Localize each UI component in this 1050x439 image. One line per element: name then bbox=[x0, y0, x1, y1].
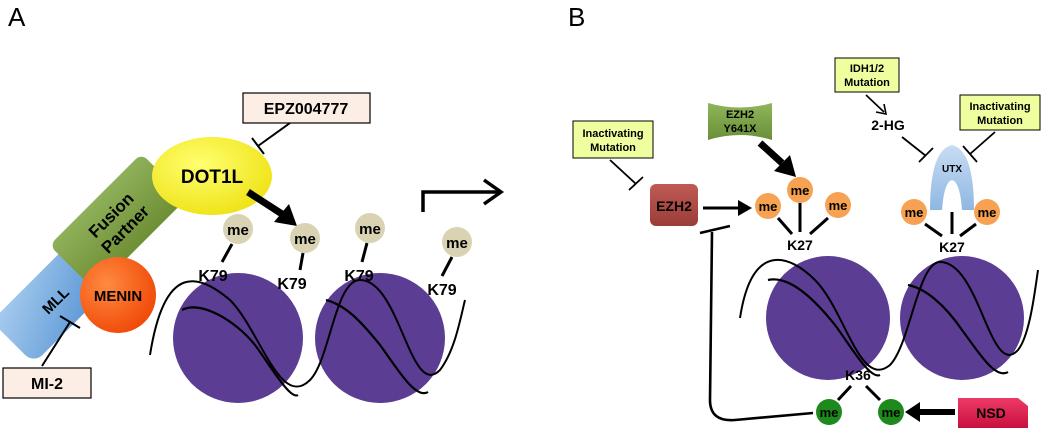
utx-label: UTX bbox=[942, 164, 962, 175]
panel-label-a: A bbox=[8, 2, 26, 32]
ezh2-y641x-mutation bbox=[708, 103, 772, 140]
fusion-partner-protein bbox=[52, 156, 184, 288]
idh-line1: IDH1/2 bbox=[850, 63, 884, 75]
k79-label: K79 bbox=[198, 268, 227, 285]
methyl-label: me bbox=[820, 405, 839, 420]
k79-mark: me K79 bbox=[198, 214, 253, 285]
inhibition-line bbox=[609, 159, 644, 191]
transcription-arrow bbox=[421, 178, 505, 212]
idh-line2: Mutation bbox=[844, 77, 890, 89]
k36-mark: K36 me me bbox=[816, 367, 904, 425]
utx-enzyme bbox=[930, 145, 974, 210]
methyl-label: me bbox=[294, 231, 316, 248]
dot1l-activity-arrow bbox=[246, 189, 297, 226]
methyl-label: me bbox=[829, 198, 848, 213]
dot1l-label: DOT1L bbox=[181, 167, 244, 188]
methyl-mark bbox=[825, 192, 851, 218]
k79-mark: me K79 bbox=[277, 223, 320, 293]
nsd-enzyme bbox=[958, 398, 1028, 428]
inactivating-mutation-box bbox=[959, 94, 1041, 131]
methyl-label: me bbox=[882, 405, 901, 420]
methyl-label: me bbox=[359, 221, 381, 238]
k79-label: K79 bbox=[277, 276, 306, 293]
k79-mark: me K79 bbox=[427, 227, 472, 299]
mi-2-box bbox=[2, 367, 92, 399]
k27-mark: me me me K27 bbox=[755, 177, 851, 253]
methyl-mark bbox=[442, 227, 472, 257]
ezh2-activity-arrow bbox=[703, 200, 752, 216]
gain-of-function-arrow bbox=[757, 140, 796, 177]
k79-mark: me K79 bbox=[344, 213, 385, 285]
methyl-label: me bbox=[978, 205, 997, 220]
nsd-label: NSD bbox=[976, 405, 1006, 421]
dna-strand bbox=[767, 278, 1009, 377]
k27-label: K27 bbox=[939, 239, 965, 255]
k27-mark: me me K27 bbox=[901, 199, 1000, 255]
methyl-mark bbox=[787, 177, 813, 203]
nucleosome bbox=[173, 273, 303, 403]
methyl-mark bbox=[878, 399, 904, 425]
methyl-mark bbox=[755, 193, 781, 219]
inactivating-line1: Inactivating bbox=[582, 128, 643, 140]
methyl-mark bbox=[974, 199, 1000, 225]
panel-label-b: B bbox=[568, 2, 585, 32]
inhibition-line bbox=[41, 315, 81, 367]
methyl-label: me bbox=[905, 205, 924, 220]
2-hg-label: 2-HG bbox=[871, 117, 905, 133]
methyl-mark bbox=[290, 223, 320, 253]
methyl-label: me bbox=[446, 235, 468, 252]
inactivating-line2: Mutation bbox=[590, 142, 636, 154]
methyl-mark bbox=[223, 214, 253, 244]
dna-strand bbox=[149, 278, 466, 388]
inactivating-mutation-box bbox=[572, 120, 654, 159]
nsd-activity-arrow bbox=[905, 402, 955, 422]
k36-feedback-inhibition bbox=[699, 224, 814, 422]
methyl-label: me bbox=[227, 222, 249, 239]
ezh2-label: EZH2 bbox=[656, 198, 692, 214]
methyl-mark bbox=[901, 199, 927, 225]
k79-label: K79 bbox=[427, 282, 456, 299]
nucleosome bbox=[315, 273, 445, 403]
inactivating-line1: Inactivating bbox=[969, 101, 1030, 113]
dna-strand bbox=[739, 258, 1039, 371]
inhibition-line bbox=[962, 131, 996, 163]
menin-label: MENIN bbox=[94, 288, 142, 305]
inhibition-line bbox=[901, 136, 934, 163]
epz004777-label: EPZ004777 bbox=[264, 101, 349, 118]
inhibition-line bbox=[251, 122, 291, 155]
methyl-label: me bbox=[791, 183, 810, 198]
k79-label: K79 bbox=[344, 268, 373, 285]
ezh2-mut-line2: Y641X bbox=[723, 123, 757, 135]
nucleosome bbox=[900, 256, 1024, 380]
idh-mutation-box bbox=[834, 57, 900, 93]
methyl-mark bbox=[355, 213, 385, 243]
methyl-label: me bbox=[759, 199, 778, 214]
dna-strand bbox=[181, 298, 429, 397]
ezh2-enzyme bbox=[650, 184, 698, 226]
mi-2-label: MI-2 bbox=[31, 376, 63, 393]
menin-protein bbox=[80, 257, 156, 333]
epz004777-box bbox=[242, 92, 371, 124]
k36-label: K36 bbox=[845, 367, 871, 383]
inactivating-line2: Mutation bbox=[977, 115, 1023, 127]
ezh2-mut-line1: EZH2 bbox=[726, 109, 754, 121]
k27-label: K27 bbox=[787, 237, 813, 253]
dot1l-protein bbox=[152, 137, 272, 215]
methyl-mark bbox=[816, 399, 842, 425]
idh-arrow bbox=[865, 94, 888, 116]
